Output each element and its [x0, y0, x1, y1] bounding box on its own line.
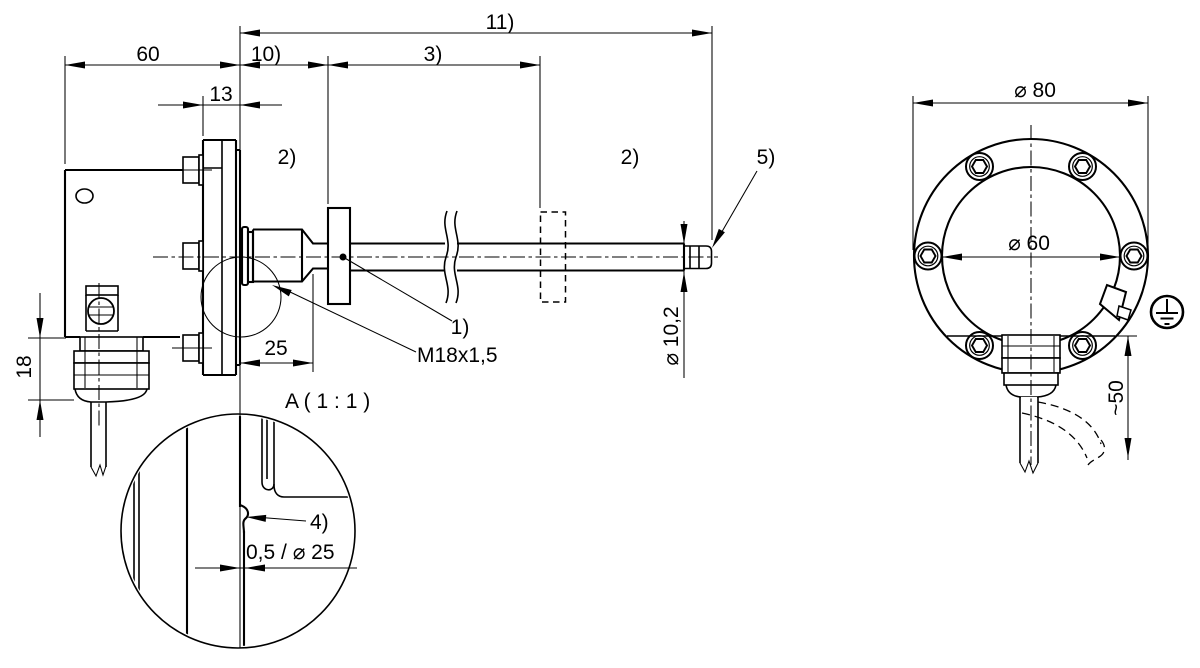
ground-clip-tab: [1098, 283, 1132, 322]
leader-lines: [272, 170, 758, 353]
dim-step-label: 0,5 / ⌀ 25: [246, 541, 335, 564]
cable-side: [90, 402, 107, 478]
cable-face: [1019, 397, 1106, 475]
dim-inner-dia-label: ⌀ 60: [1008, 232, 1050, 255]
step-bump: [239, 504, 250, 534]
screw-right: [1119, 241, 1149, 271]
centerlines: [98, 256, 718, 428]
dim-18-label: 18: [13, 355, 36, 378]
screw-top-right: [1068, 152, 1097, 181]
cable-gland-side: [73, 336, 150, 403]
detail-dimension: [195, 537, 357, 576]
note-1-label: 1): [451, 316, 470, 339]
note-2-right-label: 2): [621, 146, 640, 169]
dim-outer-dia-label: ⌀ 80: [1014, 79, 1056, 102]
cable-bend-dashed: [1037, 401, 1102, 445]
dim-10-label: 10): [251, 43, 281, 66]
dim-total-length-label: 11): [486, 11, 515, 34]
hex-nut-m18: [251, 228, 328, 283]
face-dimensions: [912, 96, 1149, 460]
dim-probe-dia-label: ⌀ 10,2: [660, 306, 683, 365]
flange-side: [172, 138, 242, 377]
sliding-collar: [326, 206, 352, 306]
ground-icon: [1149, 294, 1185, 330]
housing-hole: [75, 188, 94, 204]
note-4-label: 4): [310, 511, 329, 534]
detail-boundary-circle: [120, 413, 356, 649]
detail-title: A ( 1 : 1 ): [285, 390, 370, 413]
dim-13-label: 13: [209, 83, 232, 106]
screw-left: [913, 241, 943, 271]
dim-60-label: 60: [136, 43, 159, 66]
detail-view-a: A ( 1 : 1 ) 4) 0,5 / ⌀ 25: [120, 390, 370, 649]
screw-top-left: [965, 152, 994, 181]
note-2-left-label: 2): [278, 146, 297, 169]
face-view: ⌀ 80 ⌀ 60 ~50: [912, 79, 1185, 475]
dim-cable-label: ~50: [1105, 380, 1128, 416]
thread-label: M18x1,5: [417, 344, 498, 367]
dim-3-label: 3): [424, 43, 443, 66]
side-view: 11) 60 10) 3) 13 2) 2) 5) 1) M18x1,5 25 …: [13, 11, 775, 648]
detail-leader: [246, 514, 307, 522]
dim-25-label: 25: [264, 337, 287, 360]
clamp-screw: [85, 285, 119, 332]
mounting-bolt-middle: [182, 240, 204, 272]
terminal-housing: [63, 168, 183, 478]
note-5-label: 5): [757, 146, 776, 169]
dimension-lines: [36, 29, 712, 437]
